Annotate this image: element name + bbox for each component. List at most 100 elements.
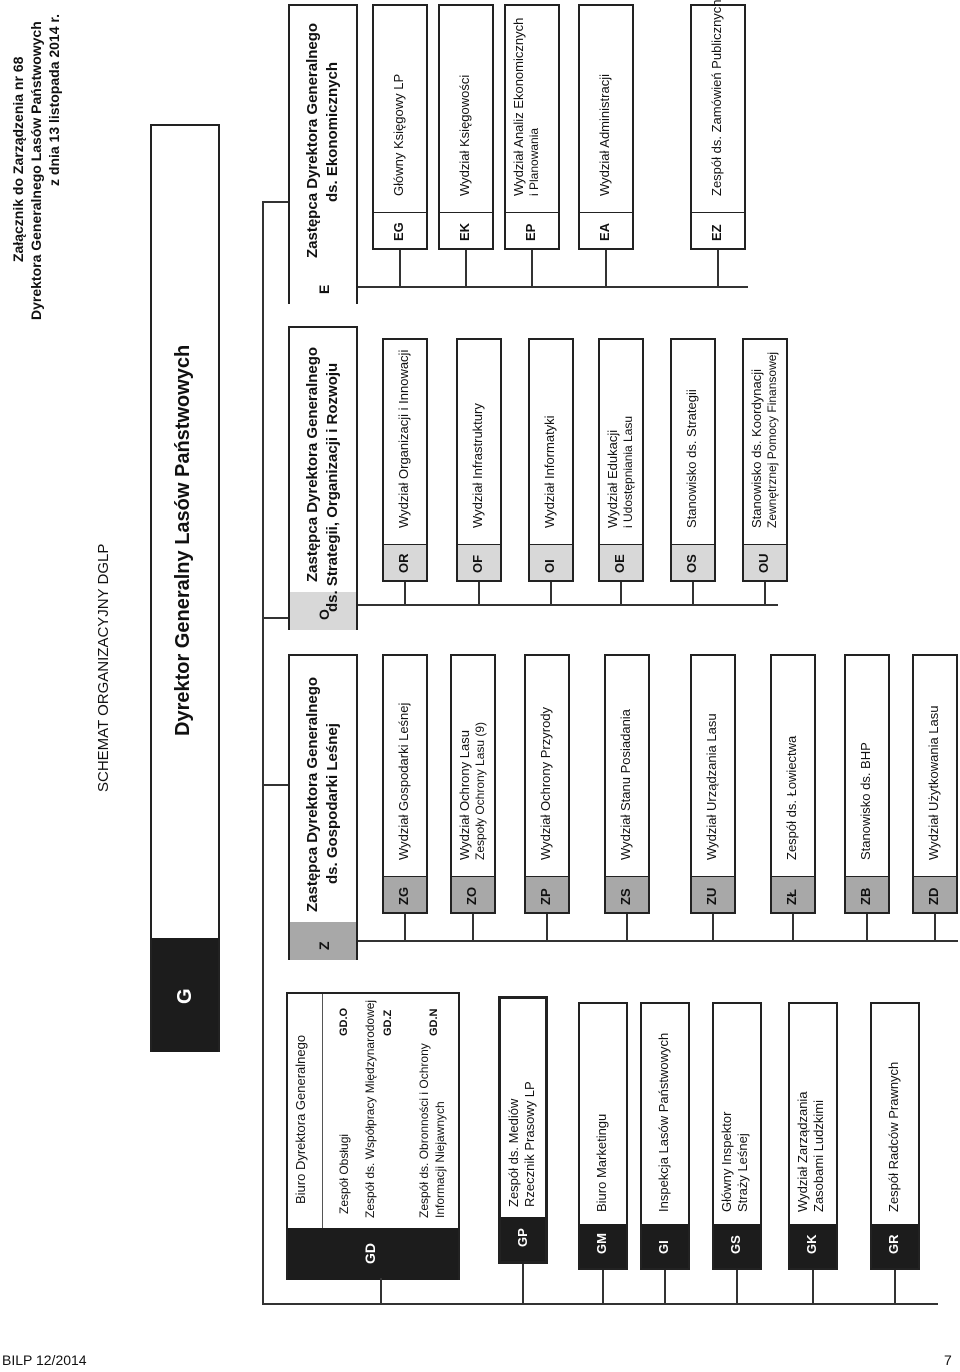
staff-sub-gp: Rzecznik Prasowy LP: [522, 1081, 537, 1207]
unit-code-e-ep: EP: [523, 223, 538, 241]
staff-name-gi: Inspekcja Lasów Państwowych: [656, 1032, 671, 1212]
unit-code-cell-z-zo: ZO: [452, 876, 494, 912]
unit-connector-z-zd: [934, 914, 936, 942]
unit-connector-z-zo: [472, 914, 474, 942]
unit-name-z-zp: Wydział Ochrony Przyrody: [538, 706, 553, 860]
unit-name-z-zł: Zespół ds. Łowiectwa: [784, 735, 799, 860]
unit-box-z-zu: ZU Wydział Urządzania Lasu: [690, 654, 736, 914]
unit-connector-e-ek: [465, 250, 467, 288]
gd-item-3-name-2: Informacji Niejawnych: [433, 1101, 447, 1218]
unit-code-cell-o-os: OS: [672, 544, 714, 580]
unit-code-e-ek: EK: [457, 222, 472, 241]
unit-sub-z-zo: Zespoły Ochrony Lasu (9): [473, 721, 487, 860]
unit-code-e-eg: EG: [391, 222, 406, 241]
deputy-o-code-cell: O: [290, 592, 356, 630]
director-box: G Dyrektor Generalny Lasów Państwowych: [150, 124, 220, 1052]
unit-connector-z-zł: [792, 914, 794, 942]
deputy-e-title-1: Zastępca Dyrektora Generalnego: [304, 22, 321, 258]
unit-code-cell-z-zł: ZŁ: [772, 876, 814, 912]
deputy-e-title-2: ds. Ekonomicznych: [324, 61, 341, 202]
unit-code-z-zb: ZB: [858, 887, 873, 905]
annex-line-3: z dnia 13 listopada 2014 r.: [46, 14, 62, 186]
unit-code-cell-e-ez: EZ: [692, 212, 744, 248]
staff-connector-gk: [812, 1270, 814, 1305]
staff-name-gm: Biuro Marketingu: [594, 1113, 609, 1212]
staff-code-gs: GS: [728, 1235, 743, 1254]
deputy-z-box: Z Zastępca Dyrektora Generalnego ds. Gos…: [288, 654, 358, 960]
unit-connector-z-zs: [626, 914, 628, 942]
gd-item-1-code: GD.O: [338, 1007, 350, 1036]
director-code: G: [174, 988, 196, 1004]
unit-name-o-os: Stanowisko ds. Strategii: [684, 389, 699, 528]
unit-connector-o-os: [692, 582, 694, 606]
unit-code-z-zp: ZP: [538, 888, 553, 905]
unit-code-cell-o-or: OR: [384, 544, 426, 580]
unit-code-cell-e-ep: EP: [506, 212, 558, 248]
unit-code-cell-z-zd: ZD: [914, 876, 956, 912]
unit-code-z-zd: ZD: [926, 887, 941, 905]
unit-connector-o-oe: [620, 582, 622, 606]
trunk-bottom: [262, 1303, 938, 1305]
gd-item-2-name: Zespół ds. Współpracy Międzynarodowej: [363, 999, 377, 1218]
staff-sub-gk: Zasobami Ludzkimi: [811, 1100, 826, 1212]
unit-code-cell-o-oi: OI: [530, 544, 572, 580]
staff-code-gk: GK: [804, 1234, 819, 1255]
unit-box-z-zp: ZP Wydział Ochrony Przyrody: [524, 654, 570, 914]
staff-code-cell-gr: GR: [872, 1224, 918, 1268]
staff-code-gr: GR: [886, 1234, 901, 1255]
unit-code-z-zo: ZO: [464, 886, 479, 905]
unit-name-z-zu: Wydział Urządzania Lasu: [704, 713, 719, 860]
staff-code-gi: GI: [656, 1240, 671, 1254]
unit-name-z-zg: Wydział Gospodarki Leśnej: [396, 702, 411, 860]
unit-name-o-oi: Wydział Informatyki: [542, 415, 557, 528]
gd-box: GD Biuro Dyrektora Generalnego Zespół Ob…: [286, 992, 460, 1280]
unit-connector-z-zu: [712, 914, 714, 942]
deputy-z-code-cell: Z: [290, 922, 356, 960]
unit-name-e-eg: Główny Księgowy LP: [391, 73, 406, 196]
deputy-z-title-1: Zastępca Dyrektora Generalnego: [304, 676, 321, 912]
unit-code-cell-z-zs: ZS: [606, 876, 648, 912]
unit-box-e-ek: EK Wydział Księgowości: [438, 4, 494, 250]
deputy-e-code-cell: E: [290, 266, 356, 304]
unit-name-e-ea: Wydział Administracji: [597, 74, 612, 196]
staff-code-cell-gm: GM: [580, 1224, 626, 1268]
unit-box-e-eg: EG Główny Księgowy LP: [372, 4, 428, 250]
unit-sub-e-ep: i Planowania: [527, 127, 541, 196]
gd-item-3-code: GD.N: [428, 1008, 440, 1037]
unit-connector-z-zg: [404, 914, 406, 942]
unit-connector-e-ez: [717, 250, 719, 288]
unit-name-o-or: Wydział Organizacji i Innowacji: [396, 349, 411, 528]
unit-code-z-zu: ZU: [704, 887, 719, 905]
unit-connector-z-zp: [546, 914, 548, 942]
e-connector: [358, 286, 748, 288]
staff-code-cell-gp: GP: [501, 1217, 545, 1261]
unit-code-cell-z-zb: ZB: [846, 876, 888, 912]
unit-code-cell-e-ek: EK: [440, 212, 492, 248]
unit-connector-o-oi: [550, 582, 552, 606]
unit-code-cell-z-zp: ZP: [526, 876, 568, 912]
unit-code-o-ou: OU: [756, 553, 771, 574]
staff-connector-gs: [736, 1270, 738, 1305]
unit-name-z-zb: Stanowisko ds. BHP: [858, 742, 873, 860]
unit-name-e-ek: Wydział Księgowości: [457, 74, 472, 196]
gd-item-2-code: GD.Z: [382, 1009, 394, 1036]
staff-connector-gp: [522, 1264, 524, 1305]
staff-box-gm: GM Biuro Marketingu: [578, 1002, 628, 1270]
unit-connector-z-zb: [866, 914, 868, 942]
unit-code-o-oe: OE: [612, 554, 627, 573]
unit-connector-e-ep: [531, 250, 533, 288]
unit-name-e-ez: Zespół ds. Zamówień Publicznych: [709, 0, 724, 196]
unit-connector-e-ea: [605, 250, 607, 288]
unit-code-cell-o-oe: OE: [600, 544, 642, 580]
o-connector: [358, 604, 778, 606]
unit-name-z-zs: Wydział Stanu Posiadania: [618, 709, 633, 860]
branch-e: [262, 201, 290, 203]
unit-box-z-zs: ZS Wydział Stanu Posiadania: [604, 654, 650, 914]
